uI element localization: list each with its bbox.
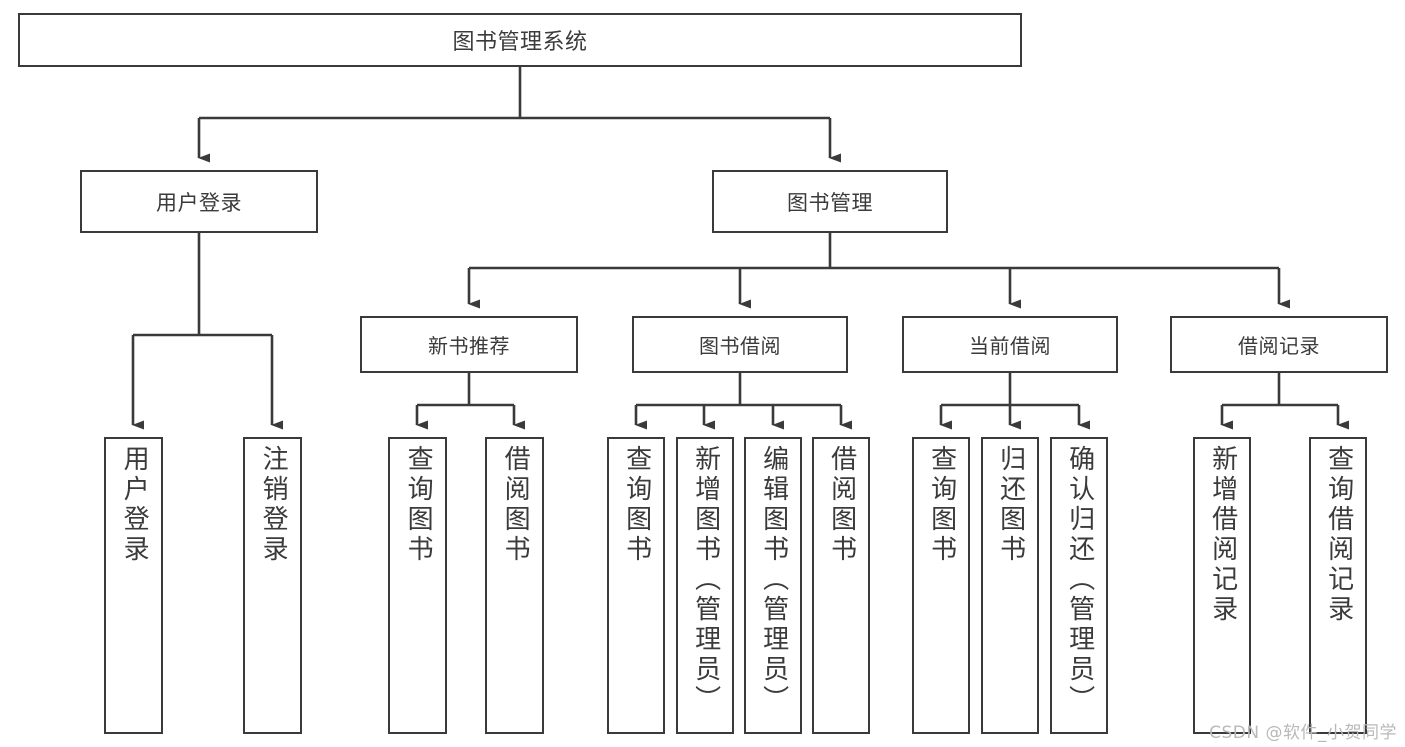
leaf-label: 确认归还（管理员） (1064, 445, 1095, 715)
node-book-borrow-label: 图书借阅 (699, 334, 781, 358)
leaf-label: 查询借阅记录 (1323, 445, 1354, 625)
node-current-borrow[interactable]: 当前借阅 (902, 316, 1118, 373)
node-borrow-records-label: 借阅记录 (1238, 334, 1320, 358)
leaf-new-book-1[interactable]: 借阅图书 (485, 437, 544, 734)
leaf-borrow-1[interactable]: 新增图书（管理员） (676, 437, 734, 734)
node-user-login-label: 用户登录 (156, 190, 242, 215)
csdn-watermark: CSDN @软件_小贺同学 (1209, 723, 1397, 743)
node-new-book-recommend[interactable]: 新书推荐 (360, 316, 578, 373)
node-book-borrow[interactable]: 图书借阅 (632, 316, 848, 373)
leaf-label: 查询图书 (621, 445, 652, 565)
leaf-label: 查询图书 (403, 445, 434, 565)
leaf-user-login-1[interactable]: 注销登录 (243, 437, 302, 734)
node-book-management[interactable]: 图书管理 (712, 170, 948, 233)
leaf-label: 查询图书 (926, 445, 957, 565)
leaf-label: 借阅图书 (500, 445, 531, 565)
leaf-label: 归还图书 (995, 445, 1026, 565)
leaf-current-1[interactable]: 归还图书 (981, 437, 1039, 734)
leaf-new-book-0[interactable]: 查询图书 (388, 437, 447, 734)
leaf-label: 用户登录 (119, 445, 150, 565)
leaf-label: 编辑图书（管理员） (758, 445, 789, 715)
node-new-book-recommend-label: 新书推荐 (428, 334, 510, 358)
leaf-current-2[interactable]: 确认归还（管理员） (1050, 437, 1108, 734)
leaf-label: 注销登录 (258, 445, 289, 565)
leaf-label: 借阅图书 (826, 445, 857, 565)
leaf-user-login-0[interactable]: 用户登录 (104, 437, 163, 734)
leaf-borrow-2[interactable]: 编辑图书（管理员） (744, 437, 802, 734)
leaf-borrow-0[interactable]: 查询图书 (607, 437, 665, 734)
node-borrow-records[interactable]: 借阅记录 (1170, 316, 1388, 373)
leaf-current-0[interactable]: 查询图书 (912, 437, 970, 734)
node-current-borrow-label: 当前借阅 (969, 334, 1051, 358)
leaf-borrow-3[interactable]: 借阅图书 (812, 437, 870, 734)
leaf-records-1[interactable]: 查询借阅记录 (1309, 437, 1367, 734)
leaf-records-0[interactable]: 新增借阅记录 (1193, 437, 1251, 734)
node-book-management-label: 图书管理 (787, 190, 873, 215)
node-root[interactable]: 图书管理系统 (18, 13, 1022, 67)
node-root-label: 图书管理系统 (452, 30, 588, 55)
leaf-label: 新增借阅记录 (1207, 445, 1238, 625)
leaf-label: 新增图书（管理员） (690, 445, 721, 715)
node-user-login[interactable]: 用户登录 (80, 170, 318, 233)
